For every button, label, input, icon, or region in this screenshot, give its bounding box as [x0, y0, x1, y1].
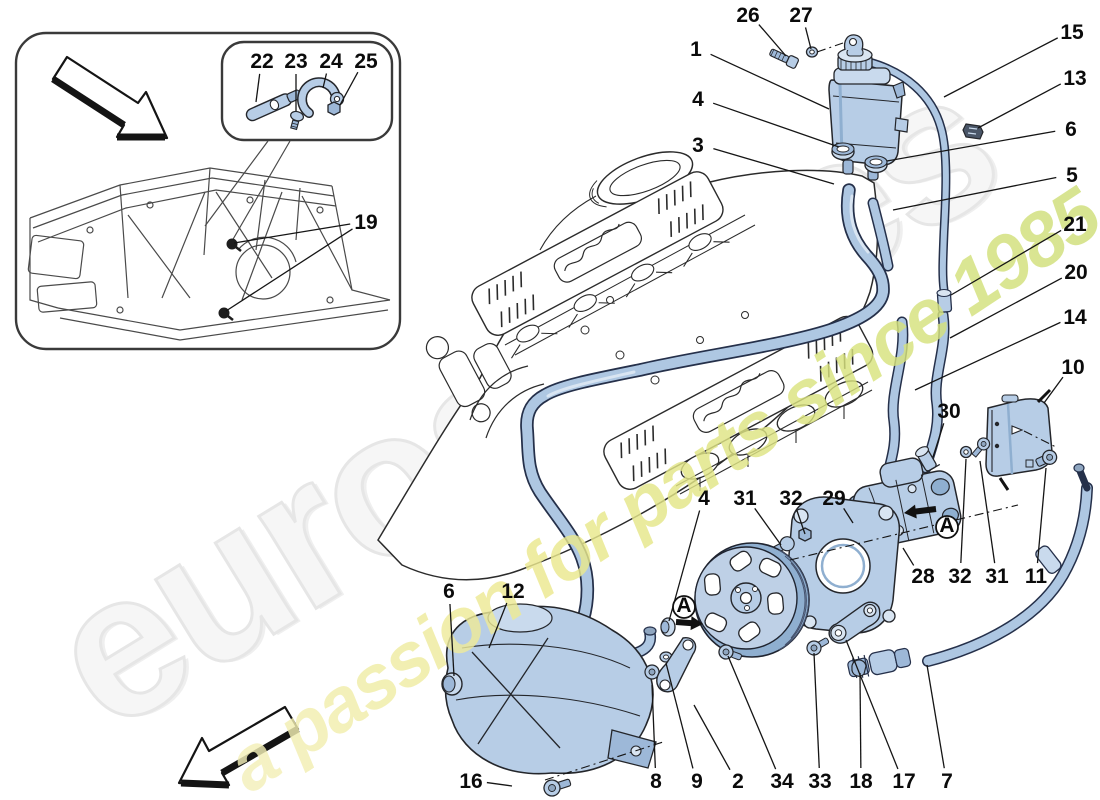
clamp-screw-23	[290, 110, 305, 131]
pump-fitting-30	[915, 446, 941, 474]
plug-18	[851, 659, 867, 677]
bolt-33	[806, 637, 830, 656]
washer-32-right	[959, 445, 973, 459]
locator-arrow-bottom-left	[177, 705, 300, 789]
nut-32-mid	[798, 527, 812, 542]
washer-27	[805, 46, 819, 58]
grommet-4-top	[831, 142, 855, 161]
link-2	[656, 637, 697, 693]
grommet-4-bottom	[660, 617, 676, 637]
reservoir-cap	[837, 47, 873, 71]
clip-13	[962, 123, 984, 140]
bolt-26	[769, 48, 799, 69]
bolt-16	[543, 778, 572, 797]
inset-panel	[14, 31, 402, 351]
pump-pulley	[694, 542, 810, 658]
hose-connector-21	[936, 288, 953, 313]
grommet-6-bottom	[441, 672, 463, 696]
arm-17	[828, 601, 881, 644]
valve-cover-right	[603, 315, 874, 490]
bolt-31-right	[971, 437, 991, 458]
valve-cover-left	[471, 171, 730, 359]
clamp-nut-25	[327, 101, 341, 116]
cover-shield-10	[985, 388, 1053, 491]
actuator-12	[444, 603, 657, 775]
intake-tube	[589, 151, 694, 208]
plug-11	[1035, 449, 1058, 467]
grommet-6-top	[864, 155, 888, 174]
locator-arrow-top-left	[51, 55, 169, 141]
intake-runners	[425, 296, 873, 495]
